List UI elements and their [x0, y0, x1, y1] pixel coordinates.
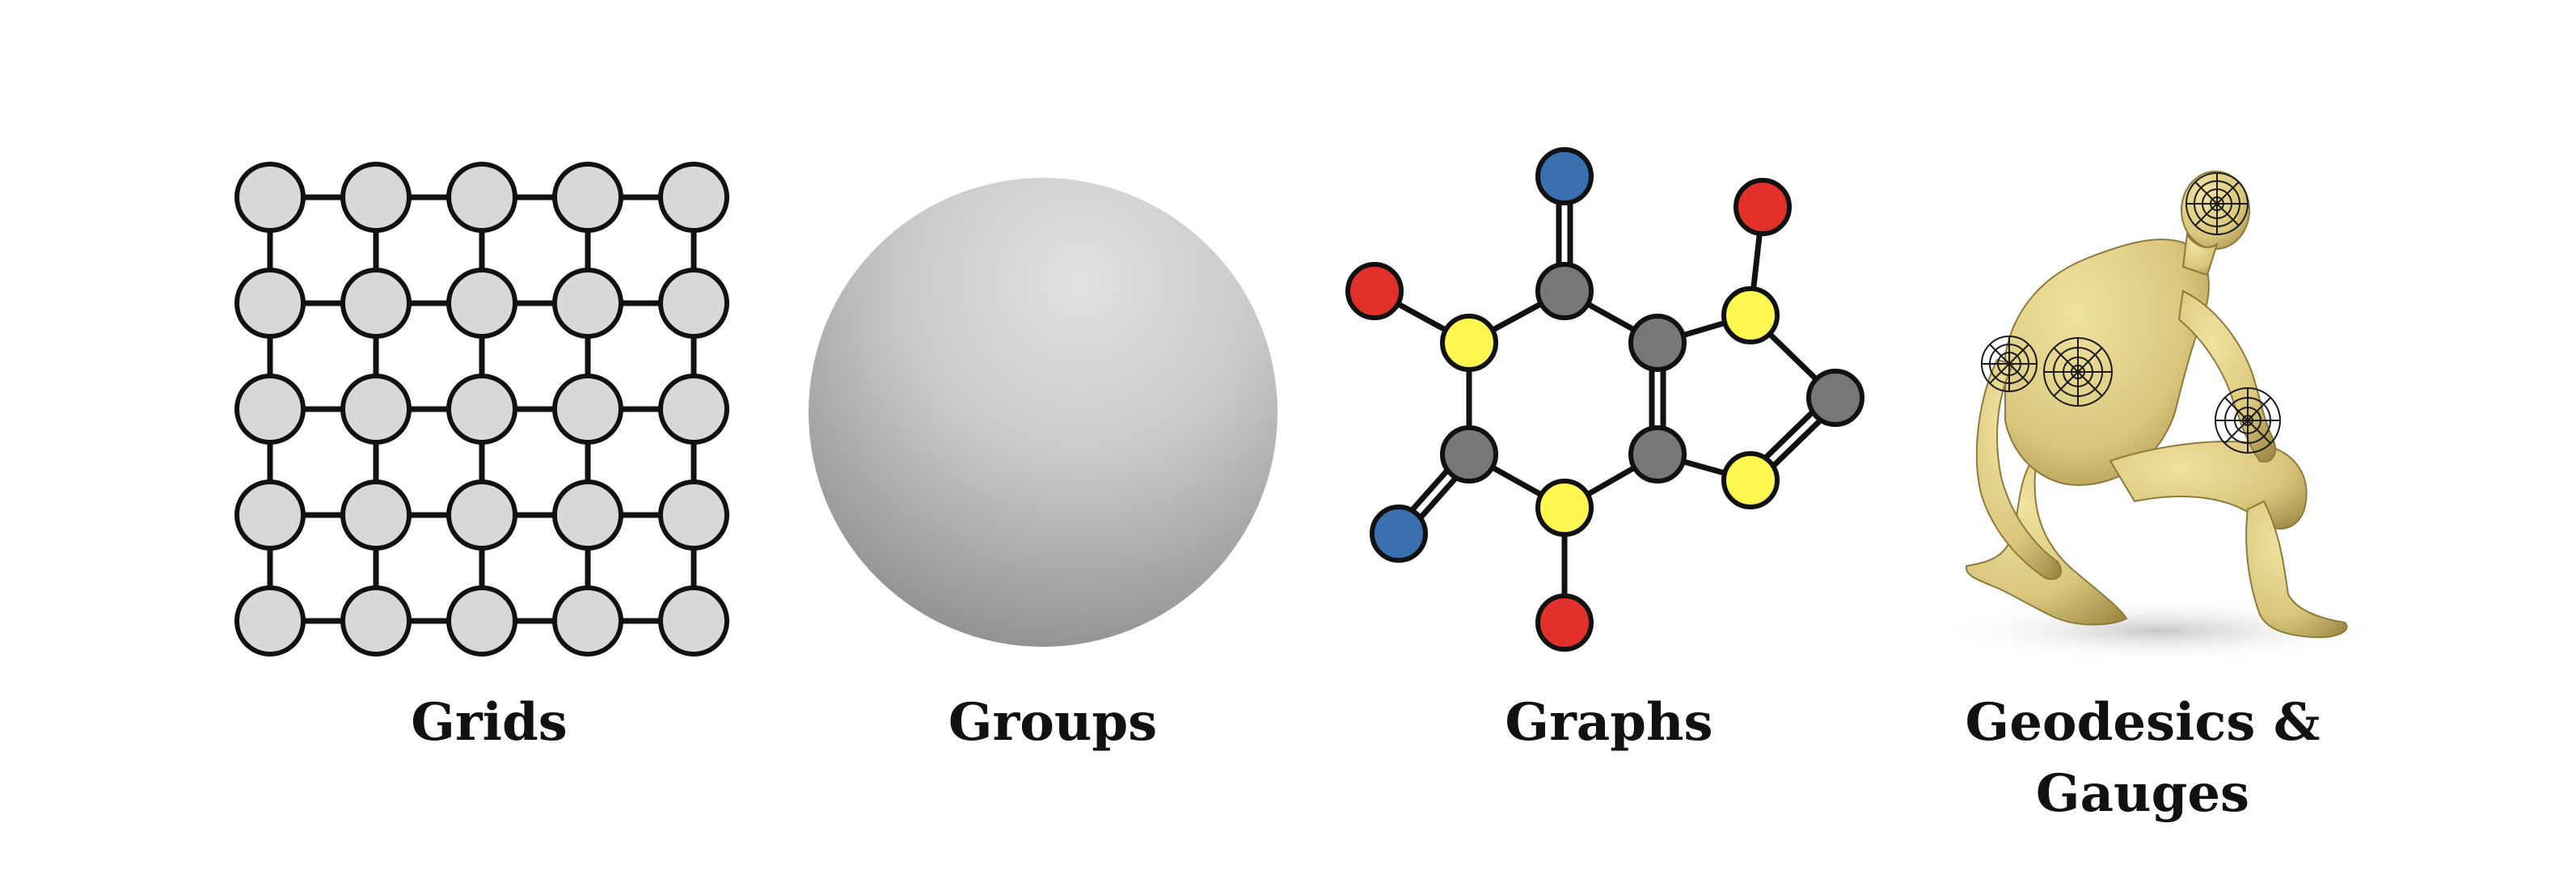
molecule-atoms [1345, 147, 1864, 652]
gauge-patch-hip [2043, 337, 2113, 407]
molecule-atom-gray [1535, 262, 1594, 320]
molecule-atom-gray [1440, 425, 1498, 484]
grid-node [446, 585, 517, 657]
sphere-body [809, 178, 1277, 647]
grid-node [552, 268, 623, 339]
molecule-atom-red [1345, 262, 1404, 320]
grid-node [234, 268, 306, 339]
caption-groups: Groups [948, 692, 1158, 753]
gauge-patch-head [2185, 172, 2249, 235]
molecule-atom-gray [1628, 314, 1687, 372]
caption-graphs: Graphs [1505, 692, 1713, 753]
molecule-atom-blue [1370, 505, 1428, 563]
grid-node [234, 585, 306, 657]
grid-node [234, 479, 306, 551]
grid-node [234, 162, 306, 233]
caption-grids: Grids [411, 692, 568, 753]
grid-lattice [234, 162, 729, 657]
grid-node [446, 268, 517, 339]
grid-node [552, 479, 623, 551]
grid-node [446, 479, 517, 551]
grid-node [658, 162, 729, 233]
grid-node [658, 374, 729, 445]
molecule-atom-yellow [1721, 451, 1780, 509]
grid-node [446, 162, 517, 233]
grid-node [234, 374, 306, 445]
molecule-atom-red [1535, 593, 1594, 652]
molecule-atom-red [1734, 178, 1792, 236]
grid-node [658, 479, 729, 551]
molecule-atom-blue [1535, 147, 1594, 205]
grid-node [340, 479, 412, 551]
body-silhouette [1965, 171, 2348, 639]
grid-node [340, 585, 412, 657]
sphere [809, 178, 1277, 647]
grid-node [658, 268, 729, 339]
grid-node [446, 374, 517, 445]
grid-node [552, 585, 623, 657]
gauge-patch-shoulder [1981, 336, 2038, 392]
molecule-atom-yellow [1440, 314, 1498, 372]
caption-geodesics-gauges: Geodesics & Gauges [1884, 687, 2401, 830]
molecule-atom-yellow [1721, 286, 1780, 344]
molecule-atom-yellow [1535, 479, 1594, 537]
grid-node [340, 268, 412, 339]
molecule-atom-gray [1628, 425, 1687, 484]
gauge-patches [1981, 172, 2281, 454]
grid-node [552, 162, 623, 233]
caption-geodesics-line2: Gauges [2035, 763, 2250, 824]
caption-geodesics-line1: Geodesics & [1965, 692, 2321, 753]
molecule-bonds [1371, 173, 1843, 626]
grid-node [552, 374, 623, 445]
gauge-patch-knee [2215, 387, 2281, 454]
molecule-atom-gray [1806, 369, 1864, 427]
grid-node [340, 374, 412, 445]
grid-node [340, 162, 412, 233]
kneeling-human-figure [1932, 171, 2385, 663]
molecule-graph [1345, 147, 1864, 652]
grid-node [658, 585, 729, 657]
